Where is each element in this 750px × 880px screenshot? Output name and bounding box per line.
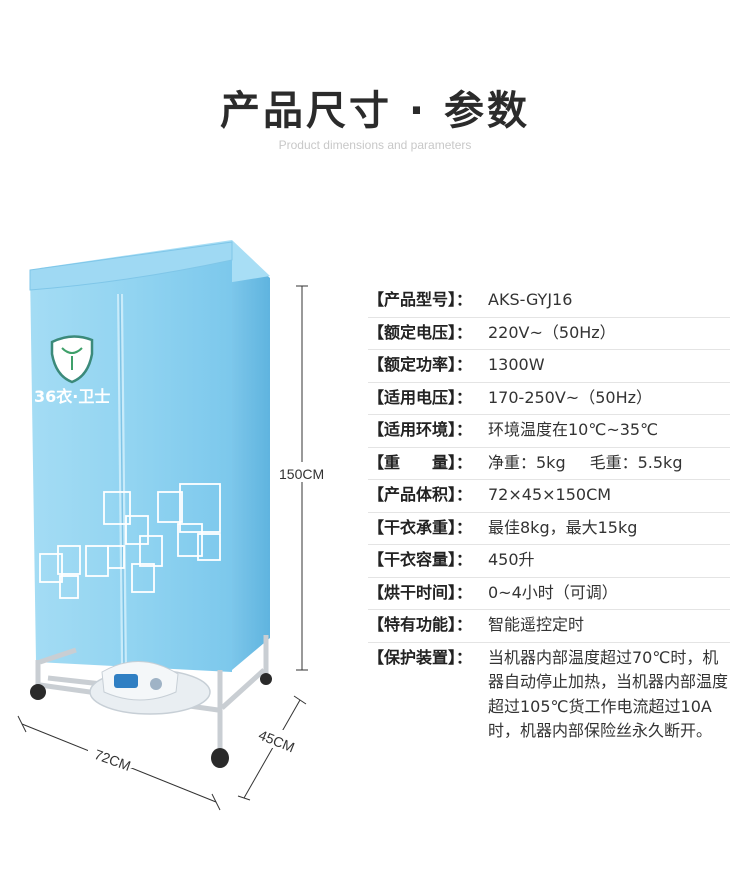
page-subtitle: Product dimensions and parameters [278, 138, 472, 152]
spec-value: 环境温度在10℃~35℃ [488, 420, 659, 439]
spec-table: 【产品型号】： AKS-GYJ16 【额定电压】： 220V~（50Hz） 【额… [368, 285, 730, 744]
spec-label: 【产品型号】： [368, 290, 473, 309]
spec-label: 【额定电压】： [368, 322, 473, 342]
decorative-square-pattern [39, 483, 221, 599]
spec-row-rated-voltage: 【额定电压】： 220V~（50Hz） [368, 318, 730, 350]
spec-row-volume: 【产品体积】： 72×45×150CM [368, 480, 730, 513]
caster-wheels [30, 673, 272, 768]
brand-logo: 36衣·卫士 [34, 335, 110, 406]
spec-value: 0~4小时（可调） [488, 582, 618, 602]
spec-value: 450升 [488, 550, 535, 569]
spec-row-environment: 【适用环境】： 环境温度在10℃~35℃ [368, 415, 730, 448]
page-title: 产品尺寸 · 参数 [219, 88, 531, 134]
spec-value: 智能遥控定时 [488, 615, 585, 634]
spec-row-drying-time: 【烘干时间】： 0~4小时（可调） [368, 578, 730, 610]
spec-value: AKS-GYJ16 [488, 290, 573, 309]
spec-label: 【烘干时间】： [368, 582, 473, 602]
net-weight: 净重：5kg [488, 452, 566, 472]
spec-value: 72×45×150CM [488, 485, 612, 504]
spec-label: 【特有功能】： [368, 615, 473, 634]
spec-row-voltage-range: 【适用电压】： 170-250V~（50Hz） [368, 383, 730, 415]
spec-label: 【适用电压】： [368, 387, 473, 407]
spec-row-model: 【产品型号】： AKS-GYJ16 [368, 285, 730, 318]
spec-row-load: 【干衣承重】： 最佳8kg，最大15kg [368, 513, 730, 545]
heater-unit [89, 661, 211, 715]
spec-value: 1300W [488, 355, 545, 374]
height-dimension-label: 150CM [279, 466, 325, 482]
brand-text: 36衣·卫士 [34, 387, 110, 406]
spec-value: 170-250V~（50Hz） [488, 387, 652, 407]
spec-value: 当机器内部温度超过70℃时，机器自动停止加热，当机器内部温度超过105℃货工作电… [488, 647, 729, 741]
clothes-dryer-illustration: 36衣·卫士 [17, 240, 336, 811]
spec-value: 220V~（50Hz） [488, 322, 616, 342]
spec-label: 【干衣容量】： [368, 550, 473, 569]
spec-label: 【重 量】： [368, 452, 473, 472]
spec-row-protection: 【保护装置】： 当机器内部温度超过70℃时，机器自动停止加热，当机器内部温度超过… [368, 643, 730, 744]
spec-label: 【干衣承重】： [368, 517, 473, 537]
spec-row-capacity: 【干衣容量】： 450升 [368, 545, 730, 578]
spec-value: 净重：5kg 毛重：5.5kg [488, 448, 730, 478]
spec-value: 最佳8kg，最大15kg [488, 517, 638, 537]
spec-label: 【适用环境】： [368, 420, 473, 439]
spec-label: 【产品体积】： [368, 485, 473, 504]
spec-label: 【保护装置】： [368, 647, 473, 667]
gross-weight: 毛重：5.5kg [589, 452, 683, 472]
spec-row-feature: 【特有功能】： 智能遥控定时 [368, 610, 730, 643]
spec-row-rated-power: 【额定功率】： 1300W [368, 350, 730, 383]
spec-label: 【额定功率】： [368, 355, 473, 374]
spec-row-weight: 【重 量】： 净重：5kg 毛重：5.5kg [368, 448, 730, 480]
